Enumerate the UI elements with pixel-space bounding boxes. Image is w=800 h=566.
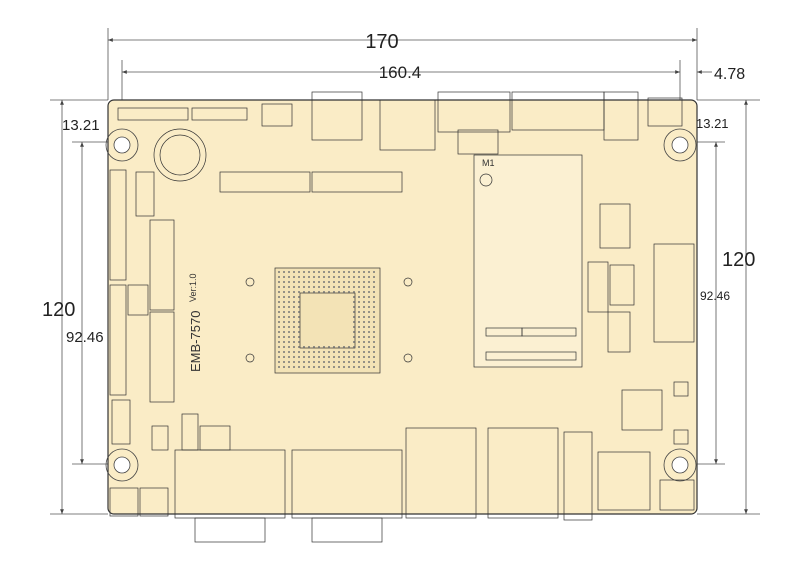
- mounting-hole-top-left: [105, 128, 139, 162]
- right-header-4: [607, 311, 631, 353]
- m1-edge-connector-2: [521, 327, 577, 337]
- m1-module: [473, 154, 583, 368]
- left-header-1: [109, 169, 127, 281]
- left-header-3: [127, 284, 149, 316]
- m1-mount-hole: [479, 173, 493, 187]
- usb-connector: [311, 91, 363, 141]
- mounting-hole-bottom-right: [663, 448, 697, 482]
- dim-right-offset: 4.78: [714, 66, 745, 83]
- dim-hole-span-height-right: 92.46: [700, 289, 730, 303]
- bottom-left-audio-2: [139, 487, 169, 517]
- right-header-3: [609, 264, 635, 306]
- version-label: Ver:1.0: [188, 273, 198, 302]
- cpu-mount-hole-1: [403, 277, 413, 287]
- dim-overall-height-right: 120: [722, 249, 755, 271]
- sim-slot: [379, 99, 436, 151]
- bottom-right-connector: [659, 479, 695, 511]
- vertical-slot-2: [149, 311, 175, 403]
- top-connector-mid: [191, 107, 248, 121]
- cpu-mount-hole-2: [403, 353, 413, 363]
- cpu-pin-grid: [278, 271, 375, 368]
- vertical-slot-1: [149, 219, 175, 311]
- dim-hole-span-height-left: 92.46: [66, 329, 104, 346]
- top-connector-left: [117, 107, 189, 121]
- dim-right-offset-2: 13.21: [696, 116, 729, 131]
- bottom-left-audio-1: [109, 487, 139, 517]
- dim-left-offset: 13.21: [62, 117, 100, 134]
- cpu-mount-hole-3: [245, 277, 255, 287]
- top-small-connector: [261, 103, 293, 127]
- dimension-labels: 170 160.4 4.78 13.21 13.21 120 92.46 120…: [42, 31, 755, 346]
- rtc-battery-inner: [159, 134, 201, 176]
- memory-slot-2: [311, 171, 403, 193]
- right-header-2: [587, 261, 609, 313]
- rj45-connector-1: [405, 427, 477, 519]
- mounting-hole-bottom-left: [105, 448, 139, 482]
- cpu-socket: [274, 267, 381, 374]
- mounting-hole-top-right: [663, 128, 697, 162]
- sd-card-slot: [597, 451, 651, 511]
- dimension-lines: [50, 28, 760, 515]
- lower-right-component: [621, 389, 663, 431]
- rj45-connector-2: [487, 427, 559, 519]
- left-small-header: [135, 171, 155, 217]
- left-header-2: [109, 284, 127, 396]
- power-jack: [603, 91, 639, 141]
- com-connector-2-shell: [311, 517, 383, 543]
- lower-right-small-2: [673, 429, 689, 445]
- dim-overall-height-left: 120: [42, 299, 75, 321]
- usb-stack-connector: [563, 431, 593, 521]
- m1-edge-connector-3: [485, 351, 577, 361]
- vga-connector-right: [653, 243, 695, 343]
- db-connector-top: [437, 91, 511, 133]
- com-connector-1-shell: [194, 517, 266, 543]
- small-header-1: [151, 425, 169, 451]
- cpu-mount-hole-4: [245, 353, 255, 363]
- dim-overall-width: 170: [365, 31, 398, 53]
- hdmi-connector: [647, 97, 683, 127]
- lower-right-small-1: [673, 381, 689, 397]
- rtc-battery: [153, 128, 207, 182]
- mounting-holes: [105, 128, 697, 482]
- right-header-1: [599, 203, 631, 249]
- dim-hole-span-width: 160.4: [379, 63, 422, 82]
- model-label: EMB-7570: [188, 311, 203, 372]
- left-bottom-header: [111, 399, 131, 445]
- header-block-m1: [457, 129, 499, 155]
- memory-slot-1: [219, 171, 311, 193]
- cpu-die: [299, 292, 356, 349]
- m1-label: M1: [482, 158, 495, 168]
